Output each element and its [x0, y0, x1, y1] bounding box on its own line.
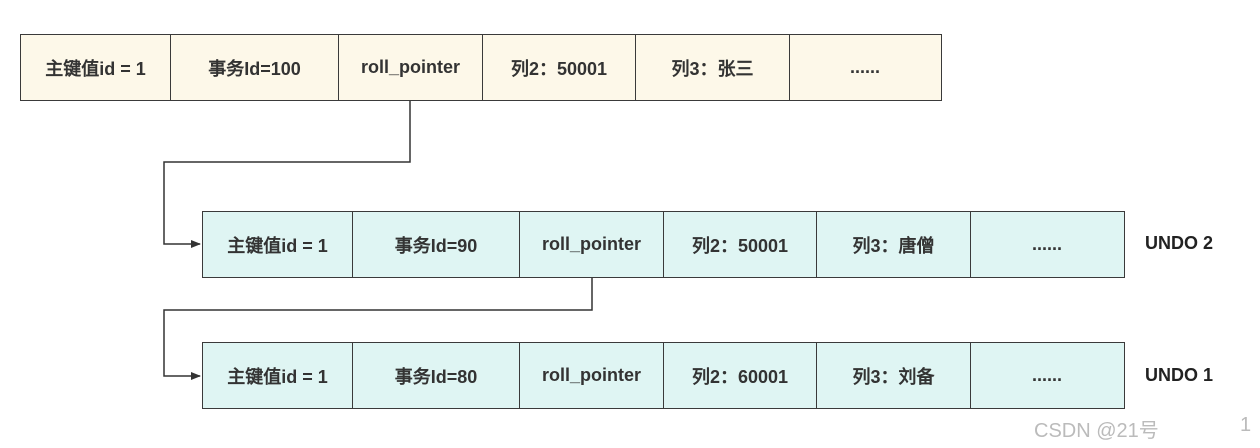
current-record-row: 主键值id = 1 事务Id=100 roll_pointer 列2：50001…: [20, 34, 942, 101]
cell-column-2: 列2：60001: [662, 342, 818, 409]
cell-transaction-id: 事务Id=80: [351, 342, 521, 409]
cell-transaction-id: 事务Id=90: [351, 211, 521, 278]
cell-ellipsis: ......: [969, 342, 1125, 409]
cell-primary-key: 主键值id = 1: [202, 211, 353, 278]
undo1-label: UNDO 1: [1145, 365, 1214, 385]
cell-column-3: 列3：唐僧: [816, 211, 971, 278]
cell-column-2: 列2：50001: [481, 34, 637, 101]
cell-column-3: 列3：刘备: [816, 342, 971, 409]
cell-roll-pointer: roll_pointer: [519, 211, 664, 278]
pointer-arrow-current-to-undo2: [163, 101, 411, 248]
undo2-record-row: 主键值id = 1 事务Id=90 roll_pointer 列2：50001 …: [202, 211, 1125, 278]
cell-ellipsis: ......: [969, 211, 1125, 278]
pointer-arrow-undo2-to-undo1: [163, 278, 593, 380]
cell-roll-pointer: roll_pointer: [519, 342, 664, 409]
watermark-extra-text: 1: [1240, 414, 1252, 436]
cell-primary-key: 主键值id = 1: [20, 34, 171, 101]
cell-roll-pointer: roll_pointer: [338, 34, 483, 101]
watermark-text: CSDN @21号: [1034, 420, 1159, 442]
undo1-record-row: 主键值id = 1 事务Id=80 roll_pointer 列2：60001 …: [202, 342, 1125, 409]
cell-ellipsis: ......: [788, 34, 942, 101]
cell-primary-key: 主键值id = 1: [202, 342, 353, 409]
cell-column-3: 列3：张三: [635, 34, 790, 101]
cell-column-2: 列2：50001: [662, 211, 818, 278]
undo2-label: UNDO 2: [1145, 233, 1214, 253]
cell-transaction-id: 事务Id=100: [169, 34, 340, 101]
